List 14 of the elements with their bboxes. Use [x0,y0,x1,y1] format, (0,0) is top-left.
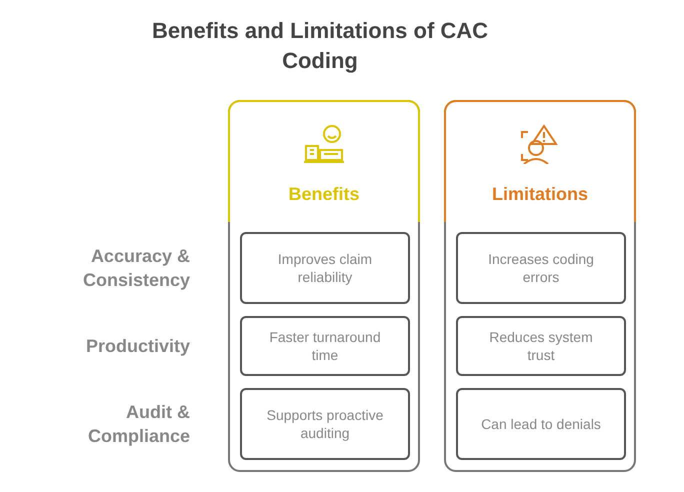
column-heading: Limitations [490,184,589,205]
title: Benefits and Limitations of CAC Coding [150,17,490,75]
row-label: Accuracy & Consistency [82,245,190,292]
text-card: Faster turnaround time [240,316,410,376]
column-panel [444,100,636,472]
text-card: Supports proactive auditing [240,388,410,460]
column-panel [228,100,420,472]
text-card: Increases coding errors [456,232,626,304]
text-card: Can lead to denials [456,388,626,460]
text-card: Improves claim reliability [240,232,410,304]
row-label: Productivity [84,335,190,358]
column-heading: Benefits [287,184,360,205]
text-card: Reduces system trust [456,316,626,376]
row-label: Audit & Compliance [86,401,190,448]
